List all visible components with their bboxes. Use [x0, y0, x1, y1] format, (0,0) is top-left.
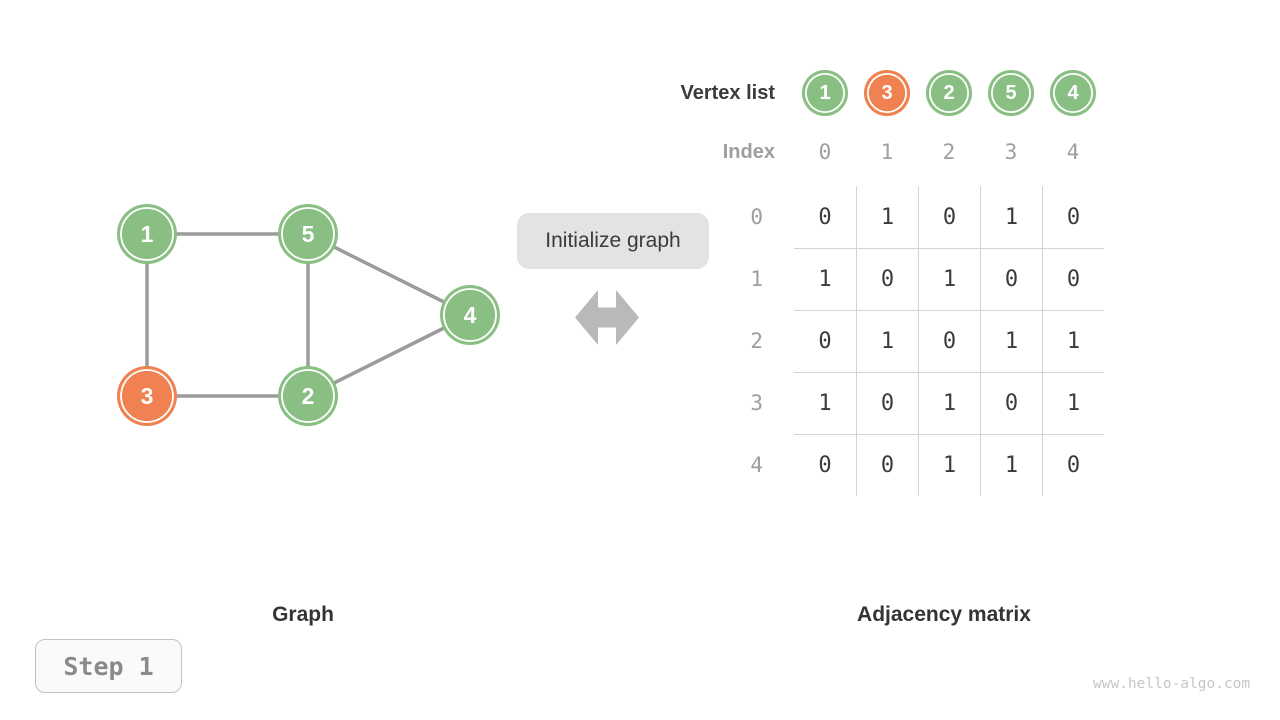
- graph-edge-5-4: [307, 232, 471, 317]
- matrix-cell: 0: [918, 186, 980, 248]
- vertex-ring: [120, 207, 174, 261]
- matrix-cell: 1: [980, 434, 1042, 496]
- vertex-chip-5: 5: [988, 70, 1034, 116]
- index-value: 4: [1066, 140, 1080, 164]
- matrix-cell: 0: [1042, 186, 1104, 248]
- step-badge: Step 1: [35, 639, 182, 693]
- matrix-cell: 0: [1042, 434, 1104, 496]
- adjacency-matrix: 0 1 2 3 4 0 1 0 1 0 1 0 1 0 0 0 1 0 1 1 …: [640, 186, 1104, 496]
- graph-vertex-1: 1: [117, 204, 177, 264]
- matrix-row-label: 1: [750, 267, 763, 291]
- matrix-cell: 1: [1042, 372, 1104, 434]
- graph-caption: Graph: [272, 603, 334, 626]
- vertex-circle: [278, 204, 338, 264]
- matrix-cell: 0: [856, 248, 918, 310]
- matrix-cell: 0: [856, 434, 918, 496]
- vertex-chip-label: 2: [943, 81, 955, 104]
- graph-vertex-2: 2: [278, 366, 338, 426]
- matrix-cell: 1: [794, 248, 856, 310]
- matrix-row-labels: 0 1 2 3 4: [640, 186, 775, 496]
- matrix-cell: 0: [818, 204, 832, 230]
- matrix-cell: 0: [1042, 248, 1104, 310]
- index-label: Index: [722, 140, 775, 163]
- matrix-row-label: 2: [750, 329, 763, 353]
- matrix-cell: 1: [794, 372, 856, 434]
- vertex-chip-3: 3: [864, 70, 910, 116]
- vertex-chip-2: 2: [926, 70, 972, 116]
- matrix-cell: 1: [980, 310, 1042, 372]
- matrix-grid: 0 1 0 1 0 1 0 1 0 0 0 1 0 1 1 1 0 1 0 1 …: [794, 186, 1104, 496]
- matrix-cell: 0: [980, 372, 1042, 434]
- vertex-label: 5: [302, 221, 315, 247]
- matrix-cell: 1: [856, 186, 918, 248]
- graph-panel: 1 5 4 3 2: [117, 204, 500, 426]
- graph-vertex-3: 3: [117, 366, 177, 426]
- callout-label: Initialize graph: [545, 229, 681, 252]
- matrix-cell: 0: [856, 372, 918, 434]
- vertex-chip-label: 4: [1067, 81, 1079, 104]
- matrix-row-label: 4: [750, 453, 763, 477]
- vertex-chip-label: 3: [881, 81, 893, 104]
- matrix-cell: 1: [918, 248, 980, 310]
- vertex-ring: [281, 369, 335, 423]
- vertex-ring: [281, 207, 335, 261]
- vertex-chip-1: 1: [802, 70, 848, 116]
- matrix-row-label: 3: [750, 391, 763, 415]
- matrix-cell: 1: [918, 434, 980, 496]
- graph-vertex-5: 5: [278, 204, 338, 264]
- vertex-label: 1: [141, 221, 154, 247]
- matrix-cell: 0: [980, 248, 1042, 310]
- vertex-chip-label: 1: [819, 81, 831, 104]
- index-value: 2: [942, 140, 956, 164]
- vertex-label: 4: [464, 302, 477, 328]
- vertex-circle: [117, 366, 177, 426]
- matrix-cell: 0: [918, 310, 980, 372]
- graph-edge-2-4: [307, 313, 471, 398]
- vertex-list-label: Vertex list: [680, 81, 775, 104]
- matrix-cell: 0: [794, 434, 856, 496]
- watermark: www.hello-algo.com: [1093, 676, 1251, 692]
- vertex-circle: [440, 285, 500, 345]
- matrix-cell: 1: [918, 372, 980, 434]
- vertex-circle: [117, 204, 177, 264]
- vertex-chip-4: 4: [1050, 70, 1096, 116]
- vertex-list-row: Vertex list 1 3 2 5 4: [640, 70, 1104, 116]
- index-value: 3: [1004, 140, 1018, 164]
- matrix-row-label: 0: [750, 205, 763, 229]
- matrix-caption: Adjacency matrix: [857, 603, 1031, 626]
- vertex-label: 2: [302, 383, 315, 409]
- index-value: 1: [880, 140, 894, 164]
- initialize-graph-callout: Initialize graph: [517, 213, 709, 269]
- matrix-cell: 1: [980, 186, 1042, 248]
- step-badge-label: Step 1: [63, 651, 154, 681]
- matrix-cell: 1: [856, 310, 918, 372]
- vertex-circle: [278, 366, 338, 426]
- vertex-chip-label: 5: [1005, 81, 1017, 104]
- graph-vertex-4: 4: [440, 285, 500, 345]
- matrix-cell: 0: [794, 310, 856, 372]
- vertex-ring: [443, 288, 497, 342]
- vertex-ring: [120, 369, 174, 423]
- index-value: 0: [818, 140, 832, 164]
- index-row: Index 0 1 2 3 4: [640, 140, 1104, 164]
- vertex-label: 3: [141, 383, 154, 409]
- double-arrow-icon: [575, 290, 639, 345]
- matrix-cell: 1: [1042, 310, 1104, 372]
